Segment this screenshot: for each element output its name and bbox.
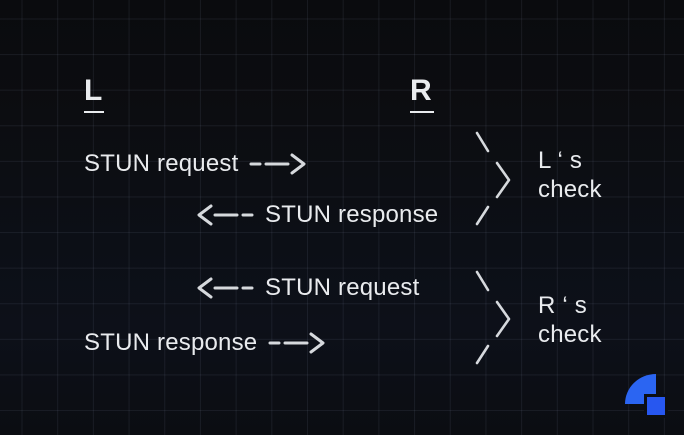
annotation-line2: check <box>538 176 602 203</box>
participant-l: L <box>84 76 105 113</box>
message-label: STUN request <box>84 150 239 177</box>
brace-icon <box>474 130 512 226</box>
message-label: STUN response <box>84 329 258 356</box>
participant-l-label: L <box>84 76 105 113</box>
message-row-stun-request-ltr: STUN request <box>84 149 306 179</box>
message-row-stun-request-rtl: STUN request <box>197 273 419 303</box>
annotation-line1: L ‘ s <box>538 147 583 174</box>
message-label: STUN request <box>265 274 420 301</box>
message-row-stun-response-ltr: STUN response <box>84 328 325 358</box>
annotation-l-check: L ‘ s check <box>538 146 602 204</box>
annotation-r-check: R ‘ s check <box>538 291 602 349</box>
dashed-arrow-right-icon <box>268 331 325 355</box>
annotation-line1: R ‘ s <box>538 292 587 319</box>
message-label: STUN response <box>265 201 439 228</box>
logo-square-icon <box>647 397 665 415</box>
participant-r: R <box>410 76 434 113</box>
brace-icon <box>474 269 512 365</box>
dashed-arrow-left-icon <box>197 203 254 227</box>
dashed-arrow-left-icon <box>197 276 254 300</box>
dashed-arrow-right-icon <box>249 152 306 176</box>
annotation-line2: check <box>538 321 602 348</box>
message-row-stun-response-rtl: STUN response <box>197 200 438 230</box>
participant-r-label: R <box>410 76 434 113</box>
